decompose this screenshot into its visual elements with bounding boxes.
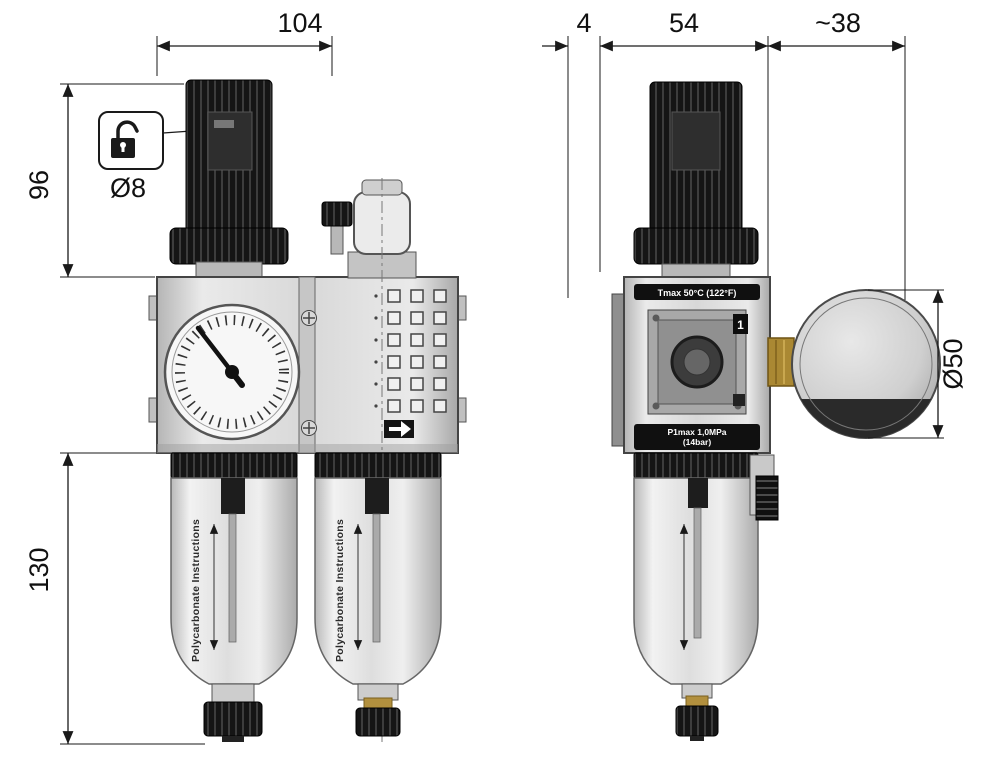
- bowl-ring-right: [314, 452, 442, 479]
- lubricator-bowl: Polycarbonate Instructions: [314, 477, 442, 685]
- front-view: 104 96 130 Ø8: [24, 8, 467, 745]
- dim-gauge-diameter-text: Ø50: [938, 338, 968, 389]
- mounting-rail: [611, 293, 625, 447]
- drain-valve-right: [355, 683, 401, 737]
- dimension-front-lower-height: 130: [24, 452, 205, 745]
- dimension-gauge-diameter: Ø50: [868, 289, 968, 439]
- dimension-side-gauge-depth: ~38: [768, 8, 906, 300]
- regulator-knob-front: [169, 79, 289, 279]
- tmax-label: Tmax 50°C (122°F): [658, 288, 737, 298]
- port-number-badge: 1: [737, 318, 744, 332]
- bowl-ring-left: [170, 452, 298, 479]
- cover-screw-bottom: [301, 420, 317, 436]
- p1max-label-line2: (14bar): [683, 437, 712, 447]
- side-view: 4 54 ~38 Tmax 50°C (122°F): [542, 8, 968, 741]
- bowl-marking-left: Polycarbonate Instructions: [190, 519, 202, 662]
- oil-adjust-screw: [321, 201, 353, 255]
- open-padlock-icon: [111, 120, 139, 158]
- dim-side-gauge-depth-text: ~38: [815, 8, 861, 38]
- bowl-ring-side: [633, 452, 759, 479]
- dim-side-body-depth-text: 54: [669, 8, 699, 38]
- dim-front-width-text: 104: [277, 8, 322, 38]
- side-bowl: [633, 454, 779, 685]
- cover-screw-top: [301, 310, 317, 326]
- pressure-gauge-front: [163, 303, 301, 441]
- lubricator-face-pattern: [374, 289, 447, 413]
- gauge-needle: [195, 325, 245, 388]
- filter-bowl: Polycarbonate Instructions: [170, 477, 298, 685]
- dimension-side-body-depth: 54: [600, 8, 769, 298]
- drain-valve-side: [675, 683, 719, 741]
- p1max-label-line1: P1max 1,0MPa: [667, 427, 726, 437]
- bowl-marking-right: Polycarbonate Instructions: [334, 519, 346, 662]
- flow-arrow-icon: [384, 420, 414, 438]
- drain-valve-left: [203, 683, 263, 742]
- dimension-front-width: 104: [156, 8, 333, 76]
- padlock-callout: Ø8: [98, 111, 221, 203]
- dim-front-upper-height-text: 96: [24, 170, 54, 200]
- pressure-gauge-side: [791, 289, 941, 439]
- dim-front-lower-height-text: 130: [24, 547, 54, 592]
- dim-side-rail-offset-text: 4: [576, 8, 591, 38]
- dimension-side-rail-offset: 4: [542, 8, 601, 298]
- lubricator-sight-dome: [321, 179, 417, 279]
- dimension-front-upper-height: 96: [24, 83, 184, 278]
- dim-knob-hole-text: Ø8: [110, 173, 146, 203]
- brass-gauge-fitting: [767, 337, 795, 387]
- side-port-plate: 1: [647, 309, 748, 415]
- side-body: Tmax 50°C (122°F) 1 P1max 1,0MPa (14bar): [611, 276, 771, 454]
- regulator-knob-side: [633, 81, 759, 279]
- bowl-latch-grip: [755, 475, 779, 521]
